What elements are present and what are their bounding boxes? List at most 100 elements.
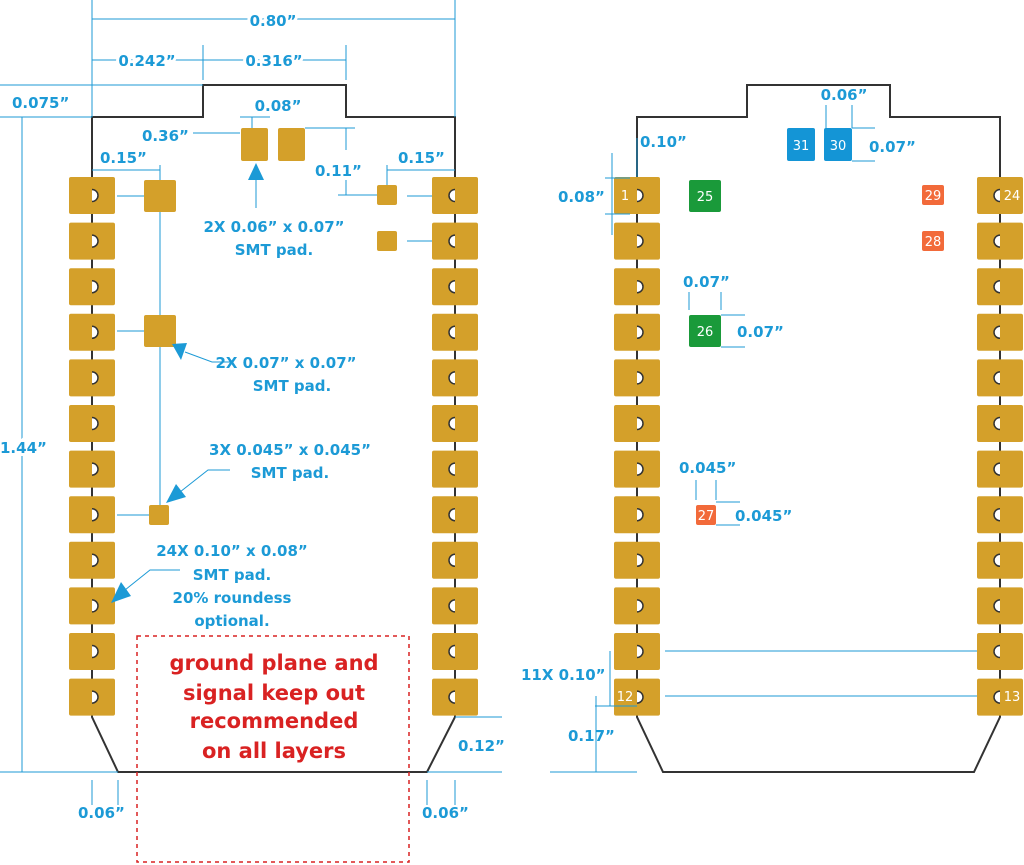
left-col-b-castellation-notch (448, 507, 456, 522)
dim-r-007b: 0.07” (683, 273, 730, 291)
left-dimension-lines (0, 0, 502, 805)
left-col-a-castellation-notch (91, 234, 99, 248)
left-col-a-castellation-notch (91, 279, 99, 294)
dim-0075: 0.075” (12, 94, 69, 112)
note-edge-pads-l4: optional. (194, 612, 269, 630)
right-col-a-castellation-notch (636, 507, 644, 522)
note-edge-pads-l2: SMT pad. (193, 566, 271, 584)
note-pad-0045-l2: SMT pad. (251, 464, 329, 482)
smt-pad-007x007-a (144, 180, 176, 212)
right-col-b-castellation-notch (993, 416, 1001, 431)
right-col-a-castellation-notch (636, 279, 644, 294)
left-col-b-castellation-notch (448, 553, 456, 568)
left-col-b-castellation-notch (448, 690, 456, 704)
left-col-a-castellation-notch (91, 644, 99, 659)
right-col-b-castellation-notch (993, 188, 1001, 203)
right-edge-pads: 1 12 24 13 (614, 177, 1023, 716)
dim-overall-width: 0.80” (250, 12, 297, 30)
right-col-a-castellation-notch (636, 416, 644, 431)
right-col-a-castellation-notch (636, 553, 644, 568)
note-pad-0045-l1: 3X 0.045” x 0.045” (209, 441, 371, 459)
pad-27-label: 27 (698, 509, 715, 524)
left-col-a-castellation-notch (91, 416, 99, 431)
right-col-b-castellation-notch (993, 599, 1001, 613)
keepout-line-3: recommended (190, 709, 359, 733)
right-board-outline (636, 84, 1001, 773)
left-col-a-castellation-notch (91, 690, 99, 704)
left-col-b-castellation-notch (448, 325, 456, 340)
dim-036: 0.36” (142, 127, 189, 145)
left-col-b-castellation-notch (448, 462, 456, 476)
left-col-b-castellation-notch (448, 644, 456, 659)
left-col-a-castellation-notch (91, 507, 99, 522)
pin-label-p12: 12 (617, 690, 634, 705)
pad-29 (922, 185, 944, 205)
smt-pad-0045-a (377, 185, 397, 205)
right-col-a-castellation-notch (636, 371, 644, 385)
note-edge-pads-l1: 24X 0.10” x 0.08” (156, 542, 308, 560)
right-col-a-castellation-notch (636, 188, 644, 203)
pin-label-p1: 1 (621, 189, 629, 204)
dim-r-017: 0.17” (568, 727, 615, 745)
right-col-a-castellation-notch (636, 234, 644, 248)
left-col-b-castellation-notch (448, 234, 456, 248)
dim-011: 0.11” (315, 162, 362, 180)
keepout-line-4: on all layers (202, 739, 346, 763)
right-col-b-castellation-notch (993, 644, 1001, 659)
keepout-zone (136, 635, 410, 863)
pad-29-label: 29 (925, 189, 942, 204)
pin-label-p13: 13 (1004, 690, 1021, 705)
smt-pad-0045-b (377, 231, 397, 251)
pad-27 (696, 505, 716, 525)
right-col-a-castellation-notch (636, 599, 644, 613)
right-col-b-castellation-notch (993, 462, 1001, 476)
keepout-line-1: ground plane and (169, 651, 378, 675)
pin-label-p24: 24 (1004, 189, 1021, 204)
left-col-a-castellation-notch (91, 325, 99, 340)
left-col-a-castellation-notch (91, 599, 99, 613)
right-col-a-castellation-notch (636, 462, 644, 476)
left-leader-arrows (111, 163, 264, 603)
right-col-a-castellation-notch (636, 644, 644, 659)
dim-r-0045a: 0.045” (679, 459, 736, 477)
dim-012: 0.12” (458, 737, 505, 755)
pad-31 (787, 128, 815, 161)
left-col-a-castellation-notch (91, 462, 99, 476)
smt-pad-006x007-a (241, 128, 268, 161)
left-col-b-castellation-notch (448, 416, 456, 431)
dim-r-006: 0.06” (821, 86, 868, 104)
right-col-b-castellation-notch (993, 553, 1001, 568)
left-edge-pads (69, 177, 478, 716)
keepout-line-2: signal keep out (183, 681, 365, 705)
dim-r-008: 0.08” (558, 188, 605, 206)
dim-r-007a: 0.07” (869, 138, 916, 156)
dim-r-11x: 11X 0.10” (521, 666, 606, 684)
dim-0242: 0.242” (118, 52, 175, 70)
note-pad-007x007-l1: 2X 0.07” x 0.07” (215, 354, 356, 372)
dim-006-right: 0.06” (422, 804, 469, 822)
smt-pad-006x007-b (278, 128, 305, 161)
left-col-b-castellation-notch (448, 599, 456, 613)
right-dimension-lines (550, 105, 977, 773)
left-col-a-castellation-notch (91, 371, 99, 385)
dim-r-0045b: 0.045” (735, 507, 792, 525)
left-col-b-castellation-notch (448, 279, 456, 294)
right-col-a-castellation-notch (636, 325, 644, 340)
note-pad-006x007-l2: SMT pad. (235, 241, 313, 259)
left-col-b-castellation-notch (448, 371, 456, 385)
dim-r-010: 0.10” (640, 133, 687, 151)
left-col-a-castellation-notch (91, 188, 99, 203)
pad-28 (922, 231, 944, 251)
pad-26 (689, 315, 721, 347)
pad-30-label: 30 (830, 139, 847, 154)
left-col-a-castellation-notch (91, 553, 99, 568)
dim-015-right: 0.15” (398, 149, 445, 167)
note-pad-007x007-l2: SMT pad. (253, 377, 331, 395)
smt-pad-0045-c (149, 505, 169, 525)
pad-25 (689, 180, 721, 212)
pad-25-label: 25 (697, 190, 714, 205)
note-pad-006x007-l1: 2X 0.06” x 0.07” (203, 218, 344, 236)
dim-overall-height: 1.44” (0, 439, 47, 457)
